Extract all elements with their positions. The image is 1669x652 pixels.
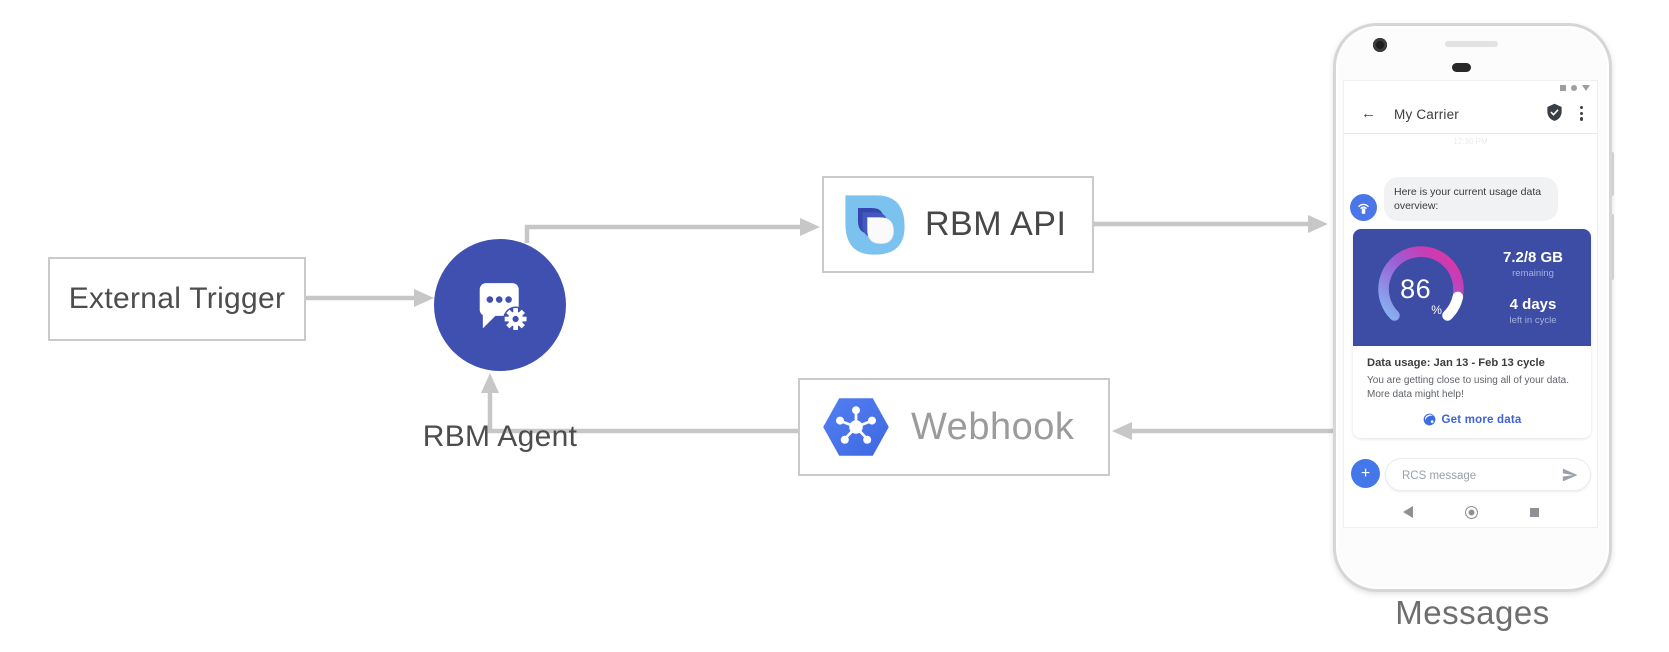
usage-card-title: Data usage: Jan 13 - Feb 13 cycle bbox=[1367, 357, 1545, 369]
usage-gauge: 86 % bbox=[1373, 241, 1469, 337]
hotspot-antenna-icon bbox=[1358, 203, 1369, 214]
usage-gauge-panel: 86 % 7.2/8 GB remaining 4 days left in c… bbox=[1353, 229, 1591, 346]
rbm-agent-label: RBM Agent bbox=[422, 420, 578, 453]
attach-plus-button[interactable]: + bbox=[1351, 459, 1380, 488]
arrowhead-right-icon bbox=[1308, 215, 1328, 233]
bot-message-bubble: Here is your current usage data overview… bbox=[1384, 177, 1558, 222]
status-bar bbox=[1560, 85, 1590, 91]
usage-percent-value: 86 bbox=[1400, 273, 1432, 304]
phone-screen: ← My Carrier 12:30 PM Here is your curre… bbox=[1343, 80, 1598, 528]
usage-rich-card: 86 % 7.2/8 GB remaining 4 days left in c… bbox=[1353, 229, 1591, 439]
send-icon[interactable] bbox=[1561, 466, 1579, 484]
conversation-title: My Carrier bbox=[1394, 107, 1459, 122]
webhook-node: Webhook bbox=[798, 378, 1110, 476]
usage-percent-unit: % bbox=[1431, 303, 1442, 317]
usage-card-body: You are getting close to using all of yo… bbox=[1367, 375, 1569, 401]
cycle-days-value: 4 days bbox=[1509, 296, 1557, 313]
conversation-header: ← My Carrier bbox=[1344, 97, 1597, 134]
external-trigger-label: External Trigger bbox=[68, 282, 286, 315]
earpiece-icon bbox=[1452, 63, 1471, 72]
get-more-data-button[interactable]: Get more data bbox=[1367, 413, 1577, 426]
speaker-grill-icon bbox=[1445, 41, 1498, 47]
status-circle-icon bbox=[1571, 85, 1577, 91]
nav-recents-icon[interactable] bbox=[1529, 507, 1539, 517]
plus-icon: + bbox=[1360, 464, 1371, 482]
cloud-hexagon-hub-icon bbox=[823, 398, 889, 456]
cycle-days-label: left in cycle bbox=[1509, 315, 1557, 326]
front-camera-icon bbox=[1373, 38, 1387, 52]
arrowhead-right-icon bbox=[800, 218, 820, 236]
rbm-api-logo-icon bbox=[845, 194, 905, 255]
data-remaining-label: remaining bbox=[1512, 268, 1554, 279]
nav-home-icon[interactable] bbox=[1464, 505, 1478, 519]
android-navbar bbox=[1344, 503, 1597, 521]
rcs-message-input[interactable] bbox=[1400, 459, 1554, 492]
message-input-pill bbox=[1385, 458, 1591, 492]
status-triangle-icon bbox=[1582, 85, 1590, 91]
rbm-api-label: RBM API bbox=[925, 205, 1067, 243]
back-arrow-icon[interactable]: ← bbox=[1361, 105, 1376, 122]
arrowhead-left-icon bbox=[1112, 422, 1132, 440]
arrow-webhook-to-agent bbox=[487, 393, 798, 434]
status-square-icon bbox=[1560, 85, 1566, 91]
device-caption: Messages bbox=[1395, 594, 1550, 631]
get-more-data-label: Get more data bbox=[1441, 413, 1522, 426]
usage-details-panel: Data usage: Jan 13 - Feb 13 cycle You ar… bbox=[1353, 346, 1591, 439]
message-timestamp: 12:30 PM bbox=[1453, 137, 1488, 146]
verified-shield-icon bbox=[1547, 103, 1562, 121]
arrowhead-right-icon bbox=[414, 289, 434, 307]
external-trigger-node: External Trigger bbox=[48, 257, 306, 341]
webhook-label: Webhook bbox=[911, 405, 1075, 448]
arrowhead-up-icon bbox=[481, 373, 499, 393]
arrow-agent-to-api bbox=[524, 224, 800, 243]
agent-avatar bbox=[1350, 194, 1377, 221]
overflow-menu-icon[interactable] bbox=[1578, 104, 1585, 123]
gauge-arc-icon bbox=[1378, 246, 1464, 321]
rbm-api-node: RBM API bbox=[822, 176, 1094, 273]
rbm-agent-node bbox=[434, 239, 566, 371]
globe-data-icon bbox=[1423, 414, 1435, 426]
chat-bubble-gear-icon bbox=[479, 283, 529, 332]
data-remaining-value: 7.2/8 GB bbox=[1502, 249, 1564, 266]
nav-back-icon[interactable] bbox=[1402, 506, 1413, 518]
